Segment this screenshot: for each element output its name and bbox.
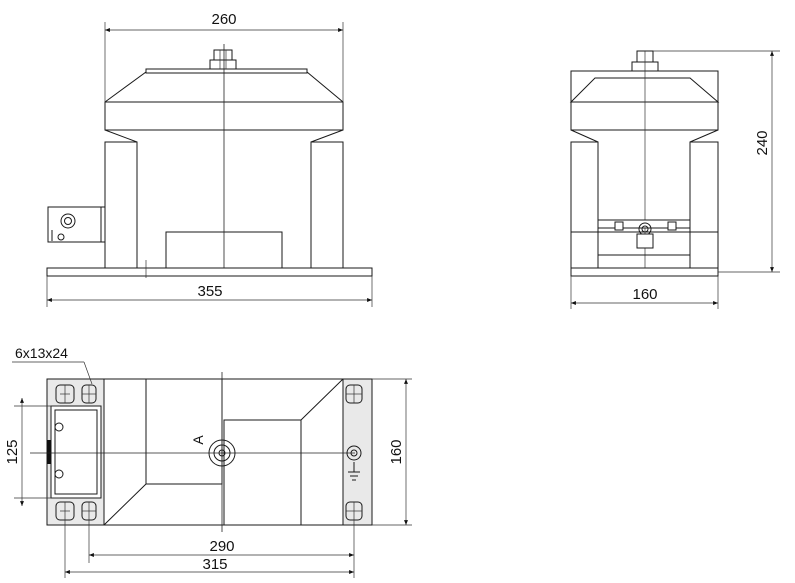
side-base-plate [570, 267, 719, 277]
mounting-hole [55, 384, 75, 404]
dim-290: 290 [209, 538, 234, 555]
front-terminal-base [209, 59, 237, 70]
front-view: 260 355 [46, 11, 373, 307]
dim-355: 355 [197, 283, 222, 300]
mounting-hole [81, 384, 97, 404]
front-top-cap [145, 68, 308, 74]
side-left-leg [570, 141, 599, 269]
earth-symbol-icon [348, 462, 360, 481]
dim-160-side: 160 [632, 286, 657, 303]
front-terminal-screw [60, 213, 76, 229]
dim-160-plan: 160 [388, 439, 405, 464]
plan-earth-screw [346, 445, 362, 461]
dim-240: 240 [754, 130, 771, 155]
side-right-leg [689, 141, 719, 269]
hole-spec-label: 6x13x24 [15, 345, 68, 361]
front-leg-chamfers [104, 129, 344, 143]
front-terminal-nut [213, 49, 233, 61]
plan-terminal-strip [47, 440, 51, 464]
plan-chamfers [103, 378, 344, 526]
dim-315: 315 [202, 556, 227, 573]
side-view: 240 160 [569, 50, 780, 309]
dim-260: 260 [211, 11, 236, 28]
plan-view: A 6x13x24 [4, 345, 412, 578]
plan-inner-left [145, 378, 223, 485]
front-right-leg [310, 141, 344, 269]
front-left-leg [104, 141, 138, 269]
front-base-plate [46, 267, 373, 277]
section-mark-a: A [190, 435, 206, 445]
dim-125: 125 [4, 439, 21, 464]
plan-inner-right [223, 419, 302, 526]
mounting-hole [345, 384, 363, 404]
